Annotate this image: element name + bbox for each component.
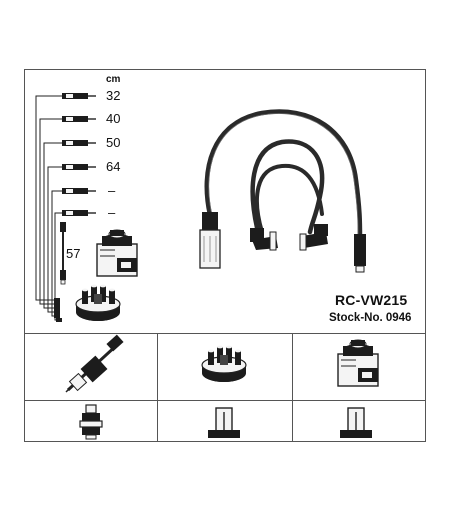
lead-length-2: 40 <box>106 111 121 126</box>
distributor-cap-icon <box>201 345 247 383</box>
lead-length-3: 50 <box>106 135 121 150</box>
lead-length-5: – <box>108 183 116 198</box>
kit-model-number: RC-VW215 <box>335 292 408 308</box>
coil-lead-length: 57 <box>66 246 81 261</box>
lead-icon-row-6 <box>62 210 96 216</box>
lead-icon-row-2 <box>62 116 96 122</box>
lead-length-6: – <box>108 205 116 220</box>
ignition-coil-icon <box>337 339 379 387</box>
straight-spark-boot <box>199 212 221 269</box>
angled-spark-boot-1 <box>250 228 278 251</box>
legend-ignition-coil-icon <box>96 229 138 277</box>
coil-lead-icon <box>60 222 66 285</box>
frame-lines <box>24 69 426 442</box>
plug-terminal-icon <box>79 404 103 440</box>
stock-number: Stock-No. 0946 <box>329 312 412 324</box>
lead-harness-lines <box>35 95 62 321</box>
lead-icon-row-5 <box>62 188 96 194</box>
lead-length-1: 32 <box>106 88 121 103</box>
coil-terminal-icon <box>340 407 372 438</box>
legend-distributor-cap-icon <box>75 284 121 322</box>
spark-plug-icon <box>65 334 124 393</box>
angled-spark-boot-2 <box>299 224 328 251</box>
lead-length-4: 64 <box>106 159 121 174</box>
length-unit-label: cm <box>106 74 121 85</box>
lead-icon-row-4 <box>62 164 96 170</box>
harness-plugs <box>54 298 62 322</box>
cap-terminal-icon <box>208 407 240 438</box>
lead-icon-row-1 <box>62 93 96 99</box>
lead-icon-row-3 <box>62 140 96 146</box>
coil-connector-boot <box>354 234 366 273</box>
cable-set-illustration <box>204 109 363 241</box>
